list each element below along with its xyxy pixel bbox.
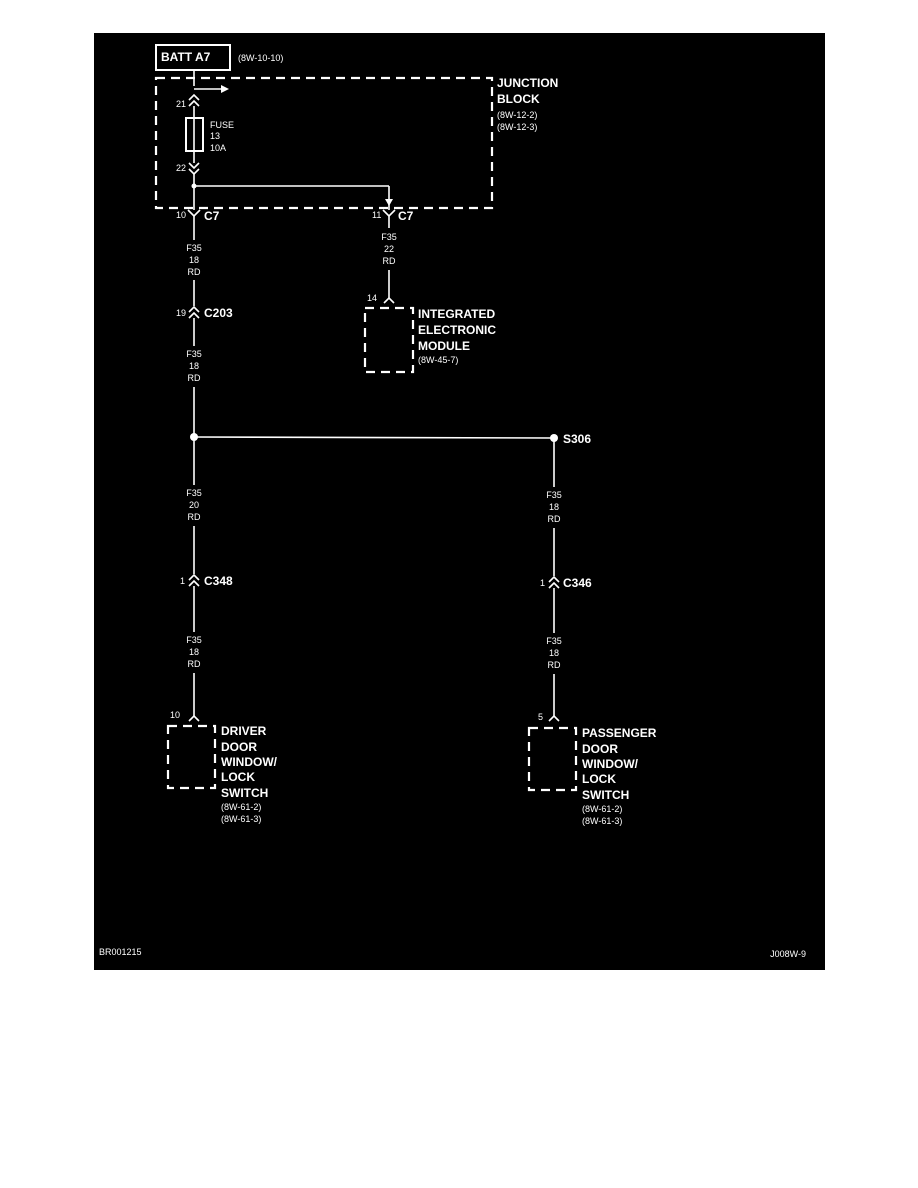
connector-c203: 19 C203 bbox=[176, 305, 233, 320]
driver-switch-pin: 10 bbox=[170, 710, 180, 720]
junction-block-ref-1: (8W-12-2) bbox=[497, 110, 537, 120]
connector-c348: 1 C348 bbox=[180, 573, 233, 588]
junction-block-outline bbox=[154, 76, 494, 210]
battery-label: BATT A7 bbox=[161, 50, 211, 64]
iem-pin: 14 bbox=[367, 293, 377, 303]
c346-pin: 1 bbox=[540, 578, 545, 588]
wire-3-color: RD bbox=[188, 373, 201, 383]
c348-connector-icon bbox=[188, 573, 200, 587]
passenger-switch-ref-1: (8W-61-2) bbox=[582, 804, 622, 814]
passenger-switch-pin: 5 bbox=[538, 712, 543, 722]
splice-wire bbox=[193, 436, 555, 439]
battery-ref: (8W-10-10) bbox=[238, 53, 283, 63]
bus-arrow-icon bbox=[221, 85, 229, 93]
wire-7-gauge: 18 bbox=[549, 648, 559, 658]
diagram-background bbox=[94, 33, 825, 970]
junction-block-title-1: JUNCTION bbox=[497, 76, 558, 90]
c346-name: C346 bbox=[563, 576, 592, 590]
wire-2-color: RD bbox=[383, 256, 396, 266]
c348-name: C348 bbox=[204, 574, 233, 588]
wire-6-color: RD bbox=[548, 514, 561, 524]
fuse-pin-in: 21 bbox=[176, 99, 186, 109]
wire-6-circuit: F35 bbox=[546, 490, 562, 500]
driver-switch-connector-icon bbox=[188, 714, 200, 722]
passenger-switch-ref-2: (8W-61-3) bbox=[582, 816, 622, 826]
wire-5-circuit: F35 bbox=[186, 635, 202, 645]
iem-label-1: INTEGRATED bbox=[418, 307, 495, 321]
wire-6-gauge: 18 bbox=[549, 502, 559, 512]
wire-2-gauge: 22 bbox=[384, 244, 394, 254]
passenger-switch-label-3: WINDOW/ bbox=[582, 757, 639, 771]
wire-4-color: RD bbox=[188, 512, 201, 522]
c7-left-pin: 10 bbox=[176, 210, 186, 220]
integrated-electronic-module: 14 INTEGRATED ELECTRONIC MODULE (8W-45-7… bbox=[363, 293, 496, 374]
driver-switch-label-3: WINDOW/ bbox=[221, 755, 278, 769]
wire-1-gauge: 18 bbox=[189, 255, 199, 265]
iem-outline bbox=[363, 306, 415, 374]
driver-switch-ref-2: (8W-61-3) bbox=[221, 814, 261, 824]
driver-switch-ref-1: (8W-61-2) bbox=[221, 802, 261, 812]
iem-connector-icon bbox=[383, 296, 395, 304]
wire-3-gauge: 18 bbox=[189, 361, 199, 371]
driver-switch-label-1: DRIVER bbox=[221, 724, 267, 738]
iem-ref: (8W-45-7) bbox=[418, 355, 458, 365]
passenger-switch-label-1: PASSENGER bbox=[582, 726, 657, 740]
passenger-switch-label-5: SWITCH bbox=[582, 788, 629, 802]
c7-right-pin: 11 bbox=[372, 210, 381, 220]
c203-connector-icon bbox=[188, 305, 200, 319]
iem-label-2: ELECTRONIC bbox=[418, 323, 496, 337]
battery-label-box bbox=[155, 44, 231, 71]
connector-c346: 1 C346 bbox=[540, 575, 592, 590]
wire-3-circuit: F35 bbox=[186, 349, 202, 359]
battery-feed: BATT A7 (8W-10-10) bbox=[155, 44, 283, 71]
driver-switch-label-5: SWITCH bbox=[221, 786, 268, 800]
wire-1-circuit: F35 bbox=[186, 243, 202, 253]
driver-switch-label-4: LOCK bbox=[221, 770, 255, 784]
junction-block: JUNCTION BLOCK (8W-12-2) (8W-12-3) bbox=[154, 76, 558, 210]
driver-door-switch: 10 DRIVER DOOR WINDOW/ LOCK SWITCH (8W-6… bbox=[166, 710, 278, 824]
c7-right-name: C7 bbox=[398, 209, 414, 223]
c348-pin: 1 bbox=[180, 576, 185, 586]
passenger-switch-label-4: LOCK bbox=[582, 772, 616, 786]
passenger-switch-connector-icon bbox=[548, 714, 560, 722]
fuse-label: FUSE bbox=[210, 120, 234, 130]
c7-left-name: C7 bbox=[204, 209, 220, 223]
figure-code-left: BR001215 bbox=[99, 947, 142, 957]
c203-pin: 19 bbox=[176, 308, 186, 318]
wire-5-gauge: 18 bbox=[189, 647, 199, 657]
branch-arrow-icon bbox=[385, 199, 393, 206]
figure-code-right: J008W-9 bbox=[770, 949, 806, 959]
wire-4-circuit: F35 bbox=[186, 488, 202, 498]
passenger-switch-label-2: DOOR bbox=[582, 742, 618, 756]
fuse-13: 21 FUSE 13 10A 22 bbox=[176, 70, 393, 210]
fuse-number: 13 bbox=[210, 131, 220, 141]
passenger-switch-outline bbox=[527, 726, 578, 792]
c203-name: C203 bbox=[204, 306, 233, 320]
wire-5-color: RD bbox=[188, 659, 201, 669]
driver-switch-outline bbox=[166, 724, 217, 790]
junction-block-ref-2: (8W-12-3) bbox=[497, 122, 537, 132]
wire-7-circuit: F35 bbox=[546, 636, 562, 646]
fuse-pin-out: 22 bbox=[176, 163, 186, 173]
wire-2-circuit: F35 bbox=[381, 232, 397, 242]
junction-block-title-2: BLOCK bbox=[497, 92, 540, 106]
wire-7-color: RD bbox=[548, 660, 561, 670]
splice-name: S306 bbox=[563, 432, 591, 446]
wire-1-color: RD bbox=[188, 267, 201, 277]
iem-label-3: MODULE bbox=[418, 339, 470, 353]
driver-switch-label-2: DOOR bbox=[221, 740, 257, 754]
fuse-in-terminal-icon bbox=[188, 93, 200, 107]
c346-connector-icon bbox=[548, 575, 560, 589]
fuse-rating: 10A bbox=[210, 143, 226, 153]
wire-4-gauge: 20 bbox=[189, 500, 199, 510]
passenger-door-switch: 5 PASSENGER DOOR WINDOW/ LOCK SWITCH (8W… bbox=[527, 712, 657, 826]
